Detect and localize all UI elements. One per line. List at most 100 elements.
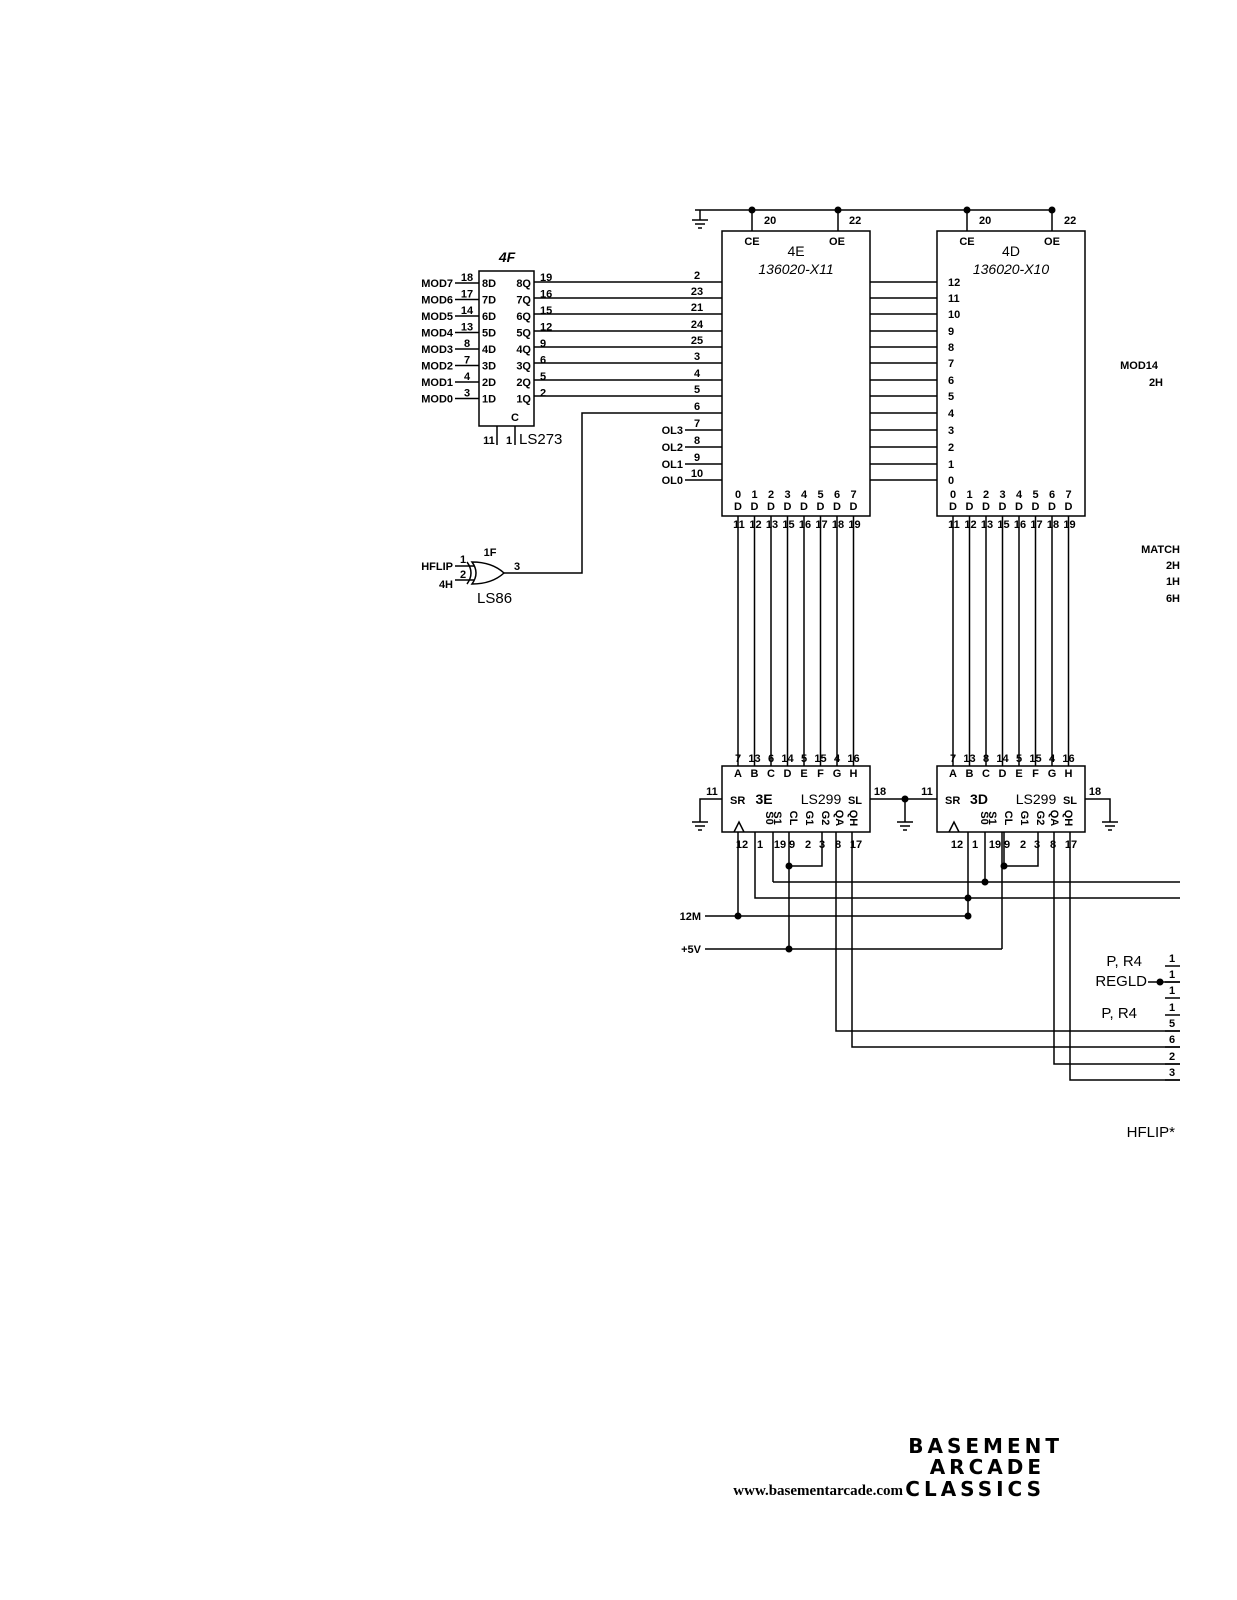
shift-3d-ctrl-label: G1	[1018, 811, 1030, 826]
shift-3d-ctrl-pin: 19	[989, 839, 1001, 851]
rom-4d-data-pin: 15	[997, 519, 1009, 531]
rom-4d-data-pin: 11	[948, 519, 960, 531]
chip-4f-input-port: 6D	[482, 311, 496, 323]
shift-3e-input-pin: 15	[814, 753, 826, 765]
shift-3e-input-label: A	[734, 768, 742, 780]
shift-3d-input-pin: 5	[1016, 753, 1022, 765]
chip-4f-output-port: 3Q	[516, 361, 531, 373]
junction-dot	[964, 894, 972, 902]
chip-4f-output-pin: 19	[540, 272, 552, 284]
chip-4f-input-pin: 13	[461, 322, 473, 334]
right-edge-label: 2H	[1166, 560, 1180, 572]
shift-3e-ctrl-label: CL	[787, 811, 799, 826]
rom-4d-address-label: 12	[948, 277, 960, 289]
right-edge-label: HFLIP*	[1127, 1124, 1176, 1141]
shift-3d-sl-label: SL	[1063, 795, 1077, 807]
shift-3d-ctrl-pin: 3	[1034, 839, 1040, 851]
rom-4d-data-pin: 16	[1014, 519, 1026, 531]
right-edge-pin: 1	[1169, 953, 1175, 965]
shift-3d-sl-pin: 18	[1089, 786, 1101, 798]
rom-4d-address-label: 1	[948, 459, 954, 471]
chip-4f-input-pin: 7	[464, 355, 470, 367]
chip-4f-input-pin: 14	[461, 305, 474, 317]
rom-4e-data-pin: 18	[832, 519, 844, 531]
rom-4d-data-label: 6	[1049, 489, 1055, 501]
chip-4f-output-pin: 12	[540, 322, 552, 334]
rom-4e-data-prefix: D	[784, 501, 792, 513]
rom-4d-address-label: 10	[948, 309, 960, 321]
watermark-line2: ARCADE	[930, 1455, 1045, 1479]
rom-4d-body	[936, 230, 1086, 517]
rom-4d-ref: 4D	[1002, 243, 1020, 259]
rom-4e-address-pin: 7	[694, 418, 700, 430]
shift-3d-ctrl-pin: 1	[972, 839, 978, 851]
shift-3d-input-label: F	[1032, 768, 1039, 780]
chip-4f-body	[478, 270, 535, 427]
chip-4f-output-pin: 9	[540, 338, 546, 350]
chip-1f-output-wire	[504, 412, 722, 574]
shift-3d-ctrl-pin: 2	[1020, 839, 1026, 851]
rom-4e-data-prefix: D	[833, 501, 841, 513]
right-edge-pin: 3	[1169, 1067, 1175, 1079]
rom-4d-oe-label: OE	[1044, 236, 1060, 248]
chip-4f-input-signal: MOD0	[421, 394, 453, 406]
rom-4e-data-prefix: D	[800, 501, 808, 513]
rom-4d-address-label: 4	[948, 408, 955, 420]
rom-4e-data-pin: 15	[782, 519, 794, 531]
rom-4e-data-label: 5	[817, 489, 823, 501]
rom-4d-data-label: 7	[1065, 489, 1071, 501]
rom-4e-address-pin: 2	[694, 270, 700, 282]
chip-1f-input-pin: 1	[460, 554, 466, 566]
chip-1f-gate	[466, 561, 472, 585]
rom-4d-data-label: 4	[1016, 489, 1023, 501]
right-edge-pin: 5	[1169, 1018, 1175, 1030]
chip-4f-ref: 4F	[498, 249, 516, 265]
shift-3e-ctrl-pin: 19	[774, 839, 786, 851]
chip-4f-input-port: 5D	[482, 328, 496, 340]
rom-4e-address-pin: 5	[694, 384, 700, 396]
shift-3d-input-label: E	[1015, 768, 1022, 780]
shift-3e-part: LS299	[801, 791, 842, 807]
rom-4e-data-prefix: D	[850, 501, 858, 513]
rom-4e-address-pin: 23	[691, 286, 703, 298]
shift-3e-ctrl-label: G2	[819, 811, 831, 826]
rom-4d-address-label: 6	[948, 375, 954, 387]
shift-3e-input-label: C	[767, 768, 775, 780]
ol-signal-label: OL0	[662, 475, 683, 487]
chip-4f-input-pin: 4	[464, 371, 471, 383]
chip-4f-bottom-pin: 11	[483, 435, 495, 447]
rom-4e-data-prefix: D	[817, 501, 825, 513]
rom-4e-data-label: 7	[850, 489, 856, 501]
rom-4e-ref: 4E	[787, 243, 804, 259]
rom-4d-data-prefix: D	[949, 501, 957, 513]
right-edge-label: 2H	[1149, 377, 1163, 389]
chip-4f-input-pin: 18	[461, 272, 473, 284]
chip-4f-input-port: 2D	[482, 377, 496, 389]
shift-3e-input-pin: 7	[735, 753, 741, 765]
chip-1f-input-signal: HFLIP	[421, 561, 453, 573]
rom-4d-data-pin: 18	[1047, 519, 1059, 531]
chip-4f-output-port: 1Q	[516, 394, 531, 406]
shift-3d-ctrl-pin: 9	[1004, 839, 1010, 851]
rom-4d-data-prefix: D	[1015, 501, 1023, 513]
shift-3d-qa-wire	[1053, 832, 1180, 1065]
shift-3d-input-pin: 15	[1029, 753, 1041, 765]
chip-4f-output-port: 5Q	[516, 328, 531, 340]
shift-3e-input-label: F	[817, 768, 824, 780]
wire-layer	[455, 206, 1180, 1081]
shift-3d-input-pin: 13	[963, 753, 975, 765]
rom-4d-address-label: 8	[948, 342, 954, 354]
shift-3d-input-label: C	[982, 768, 990, 780]
shift-3d-ctrl-pin: 8	[1050, 839, 1056, 851]
shift-3d-input-label: D	[999, 768, 1007, 780]
chip-1f-output-pin: 3	[514, 561, 520, 573]
shift-3e-ref: 3E	[755, 791, 772, 807]
rom-4e-data-pin: 12	[749, 519, 761, 531]
rom-4d-address-label: 11	[948, 293, 960, 305]
rom-4d-address-label: 2	[948, 442, 954, 454]
chip-4f-input-pin: 3	[464, 388, 470, 400]
shift-3e-sr-pin: 11	[706, 786, 718, 798]
shift-3d-input-label: H	[1065, 768, 1073, 780]
chip-1f-gate	[470, 561, 506, 585]
